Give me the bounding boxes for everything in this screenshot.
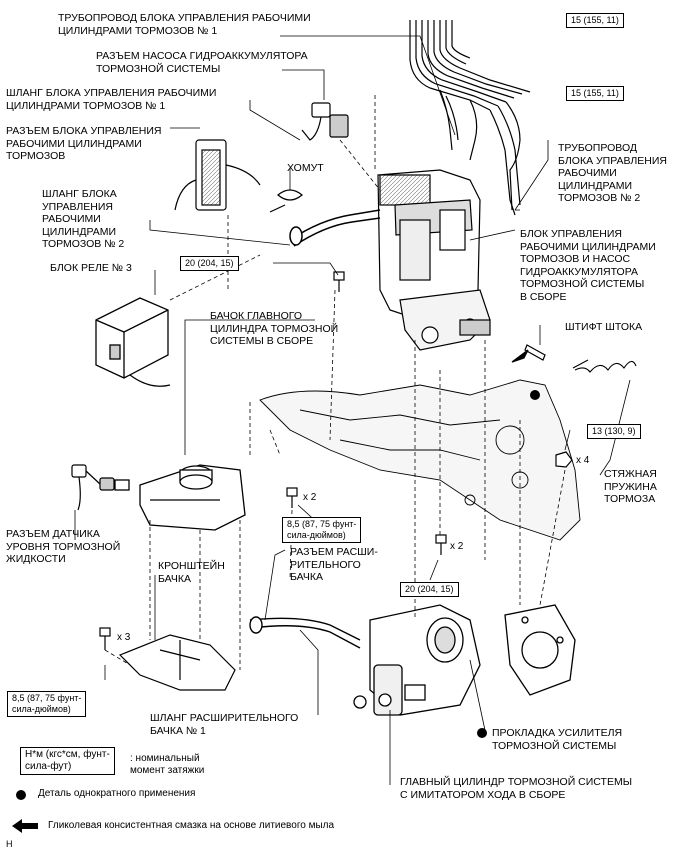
rod-pin [511,344,546,363]
label-clamp: ХОМУТ [287,162,324,174]
label-pipe-2: ТРУБОПРОВОД БЛОКА УПРАВЛЕНИЯ РАБОЧИМИ ЦИ… [558,142,667,204]
torque-spec-7: 8,5 (87, 75 фунт- сила-дюймов) [7,691,87,717]
bolts-bracket [99,487,447,650]
label-bracket: КРОНШТЕЙН БАЧКА [158,560,225,585]
label-gasket: ПРОКЛАДКА УСИЛИТЕЛЯ ТОРМОЗНОЙ СИСТЕМЫ [492,727,623,752]
master-cylinder [353,604,481,716]
torque-spec-6: 20 (204, 15) [400,582,459,597]
relay-block-3 [95,297,171,387]
qty-x4: x 4 [576,455,590,466]
torque-spec-1: 15 (155, 11) [566,13,624,28]
label-reservoir-hose: ШЛАНГ РАСШИРИТЕЛЬНОГО БАЧКА № 1 [150,712,299,737]
bolt-actuator [333,271,345,292]
reservoir [114,464,246,531]
dashed-lines [104,95,566,670]
torque-spec-4: 13 (130, 9) [587,424,641,439]
legend-torque-box: Н*м (кгс*см, фунт- сила-фут) [20,747,115,775]
legend-torque-desc: : номинальный момент затяжки [130,753,205,776]
qty-x2-top: x 2 [303,492,317,503]
label-master-cylinder: ГЛАВНЫЙ ЦИЛИНДР ТОРМОЗНОЙ СИСТЕМЫ С ИМИТ… [400,776,632,801]
non-reusable-legend-icon [16,790,26,800]
unit-connector [174,139,261,211]
clamp [269,189,303,213]
label-hose-2: ШЛАНГ БЛОКА УПРАВЛЕНИЯ РАБОЧИМИ ЦИЛИНДРА… [42,188,125,250]
label-reservoir: БАЧОК ГЛАВНОГО ЦИЛИНДРА ТОРМОЗНОЙ СИСТЕМ… [210,310,339,347]
label-relay-3: БЛОК РЕЛЕ № 3 [50,262,132,274]
label-return-spring: СТЯЖНАЯ ПРУЖИНА ТОРМОЗА [604,468,657,505]
leader-lines [74,35,631,785]
brake-pipes [409,20,531,216]
pump-connector [301,102,349,141]
torque-spec-2: 15 (155, 11) [566,86,624,101]
qty-x3: x 3 [117,632,131,643]
reservoir-hose [249,616,361,649]
actuator-body [377,169,491,351]
label-hose-1: ШЛАНГ БЛОКА УПРАВЛЕНИЯ РАБОЧИМИ ЦИЛИНДРА… [6,87,217,112]
torque-spec-3: 20 (204, 15) [180,256,239,271]
grease-arrow-icon [12,819,38,833]
torque-spec-5: 8,5 (87, 75 фунт- сила-дюймов) [282,517,362,543]
firewall [259,379,581,541]
level-sensor-connector [71,464,115,511]
booster-gasket [504,604,576,696]
non-reusable-markers [477,390,540,738]
legend-non-reusable: Деталь однократного применения [38,788,196,799]
reservoir-bracket [118,634,236,691]
label-pipe-1: ТРУБОПРОВОД БЛОКА УПРАВЛЕНИЯ РАБОЧИМИ ЦИ… [58,12,311,37]
nut [555,451,573,468]
hose-2 [289,209,381,247]
legend-grease: Гликолевая консистентная смазка на основ… [48,820,335,831]
label-unit-connector: РАЗЪЕМ БЛОКА УПРАВЛЕНИЯ РАБОЧИМИ ЦИЛИНДР… [6,125,162,162]
return-spring [572,359,637,373]
figure-id: H [6,839,13,849]
label-actuator: БЛОК УПРАВЛЕНИЯ РАБОЧИМИ ЦИЛИНДРАМИ ТОРМ… [520,228,656,303]
label-ext-connector: РАЗЪЕМ РАСШИ- РИТЕЛЬНОГО БАЧКА [290,546,378,583]
label-level-sensor: РАЗЪЕМ ДАТЧИКА УРОВНЯ ТОРМОЗНОЙ ЖИДКОСТИ [6,528,121,565]
qty-x2-mid: x 2 [450,541,464,552]
label-rod-pin: ШТИФТ ШТОКА [565,321,643,333]
label-pump-connector: РАЗЪЕМ НАСОСА ГИДРОАККУМУЛЯТОРА ТОРМОЗНО… [96,50,308,75]
